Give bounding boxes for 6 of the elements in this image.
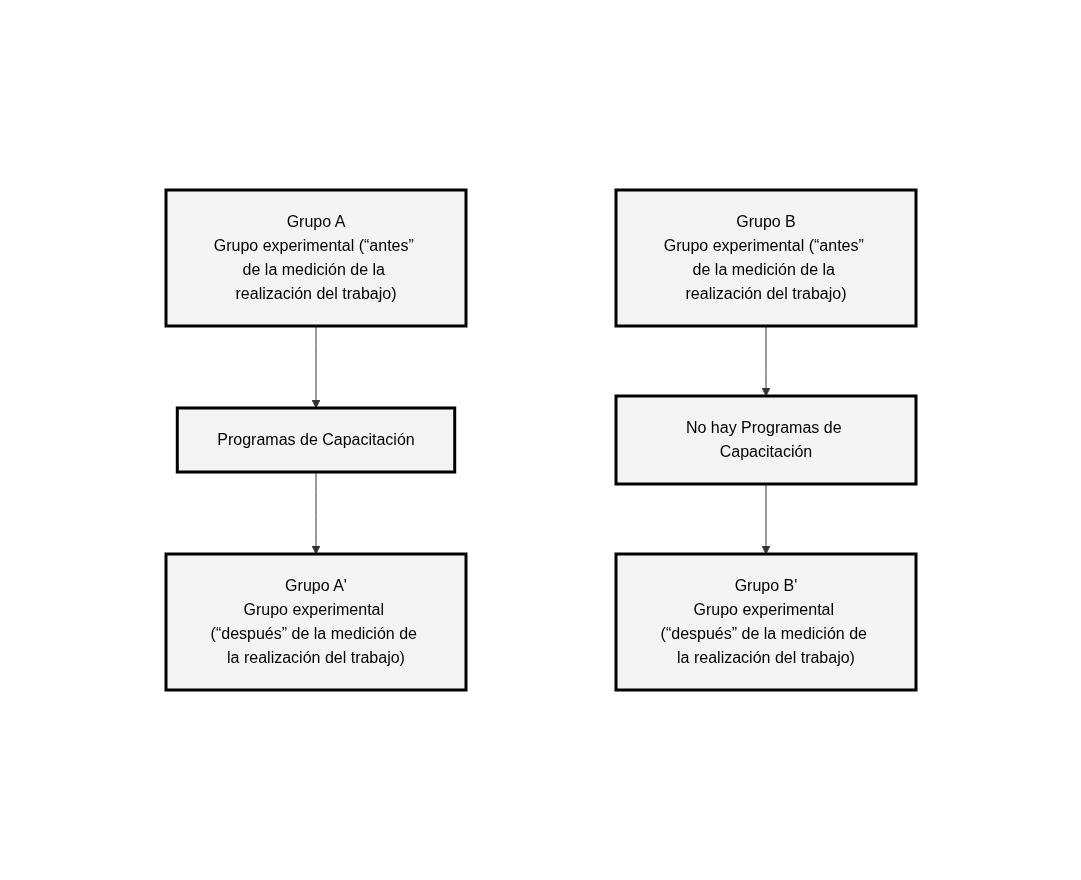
- node-box: Grupo B' Grupo experimental (“después” de la medición de la realización del trabajo): [614, 552, 917, 692]
- node-box: Grupo A Grupo experimental (“antes” de la medición de la realización del trabajo): [164, 188, 467, 328]
- node-box: Grupo B Grupo experimental (“antes” de la medición de la realización del trabajo): [614, 188, 917, 328]
- node-box: Grupo A' Grupo experimental (“después” de la medición de la realización del trabajo): [164, 552, 467, 692]
- node-box: No hay Programas de Capacitación: [614, 394, 917, 486]
- node-box: Programas de Capacitación: [175, 406, 456, 474]
